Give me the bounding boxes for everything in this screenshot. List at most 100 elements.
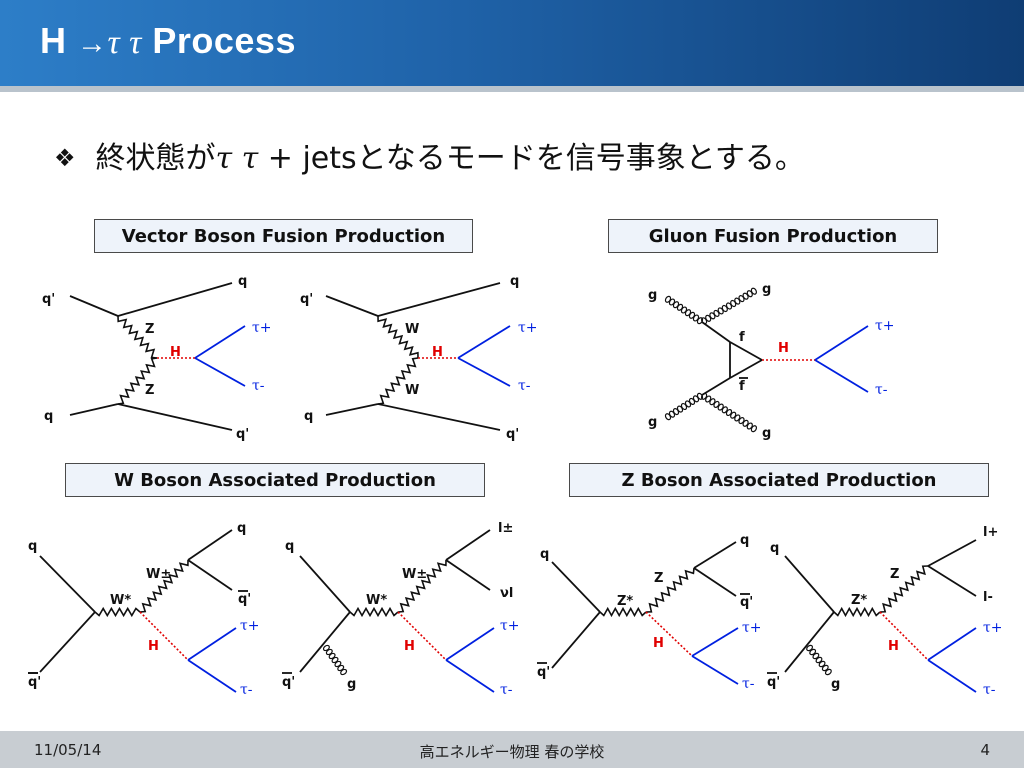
- tau-line: [457, 325, 511, 359]
- w-boson-line: [139, 559, 189, 613]
- gluon-line: [331, 656, 339, 664]
- label-q-bar-prime: q': [282, 675, 295, 690]
- z-boson-line: [645, 567, 695, 613]
- label-f-bar: f: [739, 379, 745, 394]
- title-arrow: →: [77, 27, 108, 60]
- quark-line: [187, 559, 233, 591]
- gluon-line: [705, 395, 712, 403]
- slide-title: H →τ τ Process: [40, 20, 296, 62]
- gluon-line: [815, 656, 823, 664]
- tau-line: [187, 659, 237, 693]
- fermion-line: [701, 321, 731, 343]
- title-bar-shadow: [0, 86, 1024, 92]
- title-h: H: [40, 20, 67, 61]
- label-higgs: H: [653, 636, 664, 651]
- label-tau-minus: τ-: [240, 682, 253, 698]
- label-z: Z: [145, 383, 154, 398]
- w-boson-line: [377, 315, 419, 359]
- gluon-line: [322, 644, 330, 652]
- bullet-text-before: 終状態が: [95, 141, 216, 176]
- label-lepton-plus: l+: [983, 525, 998, 540]
- gluon-line: [721, 406, 728, 414]
- label-q: q: [540, 547, 549, 562]
- label-tau-plus: τ+: [518, 320, 537, 336]
- label-tau-minus: τ-: [518, 378, 531, 394]
- diamond-bullet-icon: ❖: [54, 144, 76, 172]
- quark-line: [377, 403, 501, 431]
- ggf-label: Gluon Fusion Production: [608, 219, 938, 253]
- gluon-line: [692, 314, 700, 322]
- label-higgs: H: [170, 345, 181, 360]
- quark-line: [693, 541, 737, 569]
- gluon-line: [688, 311, 696, 319]
- gluon-line: [725, 302, 733, 310]
- label-tau-minus: τ-: [875, 382, 888, 398]
- label-q-bar-prime: q': [238, 592, 251, 607]
- label-higgs: H: [148, 639, 159, 654]
- gluon-line: [821, 664, 829, 672]
- label-z-star: Z*: [851, 593, 867, 608]
- gluon-line: [680, 306, 688, 314]
- w-boson-line: [377, 357, 419, 405]
- label-z-star: Z*: [617, 594, 633, 609]
- gluon-line: [746, 422, 753, 430]
- label-q-bar-prime: q': [28, 675, 41, 690]
- quark-line: [551, 611, 601, 669]
- label-q-bar-prime: q': [537, 665, 550, 680]
- label-w: W: [405, 383, 419, 398]
- label-lepton-minus: l-: [983, 590, 993, 605]
- quark-line: [784, 555, 835, 613]
- gluon-line: [725, 408, 733, 417]
- label-q-prime: q': [300, 292, 313, 307]
- label-q: q: [237, 521, 246, 536]
- label-q: q: [44, 409, 53, 424]
- gluon-line: [334, 660, 342, 668]
- z-boson-line: [117, 315, 158, 359]
- label-tau-plus: τ+: [742, 620, 761, 636]
- diagram-lines: [28, 282, 977, 693]
- gluon-line: [325, 648, 333, 656]
- label-tau-plus: τ+: [252, 320, 271, 336]
- higgs-line: [879, 611, 929, 661]
- label-z: Z: [654, 571, 663, 586]
- quark-line: [377, 282, 501, 317]
- label-g: g: [762, 282, 771, 297]
- z-boson-line: [879, 565, 929, 613]
- label-tau-minus: τ-: [252, 378, 265, 394]
- label-g: g: [762, 426, 771, 441]
- label-w-pm: W±: [402, 567, 427, 582]
- label-tau-minus: τ-: [983, 682, 996, 698]
- gluon-line: [809, 648, 817, 656]
- tau-line: [194, 325, 246, 359]
- vbf-label: Vector Boson Fusion Production: [94, 219, 473, 253]
- gluon-line: [730, 411, 737, 419]
- higgs-line: [645, 611, 693, 657]
- quark-line: [693, 567, 737, 597]
- label-tau-minus: τ-: [742, 676, 755, 692]
- quark-line: [551, 561, 601, 613]
- gluon-line: [664, 295, 672, 303]
- label-tau-minus: τ-: [500, 682, 513, 698]
- gluon-line: [806, 644, 814, 652]
- label-q: q: [740, 533, 749, 548]
- diagram-labels: q' q Z Z H τ+ τ- q q' q' q W W H τ+ τ- q…: [28, 274, 1002, 698]
- gluon-line: [713, 309, 720, 317]
- gluon-line: [742, 292, 749, 300]
- title-process: Process: [152, 20, 296, 61]
- neutrino-line: [445, 559, 491, 591]
- label-g: g: [831, 677, 840, 692]
- tau-line: [691, 627, 739, 657]
- quark-line: [39, 555, 96, 613]
- gluon-line: [750, 425, 758, 433]
- z-boson-line: [599, 606, 647, 618]
- w-boson-line: [94, 606, 141, 618]
- label-z: Z: [145, 322, 154, 337]
- tau-line: [691, 655, 739, 685]
- tau-line: [814, 359, 869, 393]
- label-f: f: [739, 330, 745, 345]
- footer-title: 高エネルギー物理 春の学校: [419, 743, 605, 761]
- label-z: Z: [890, 567, 899, 582]
- fermion-line: [729, 341, 763, 361]
- tau-line: [194, 357, 246, 387]
- gluon-line: [340, 668, 348, 676]
